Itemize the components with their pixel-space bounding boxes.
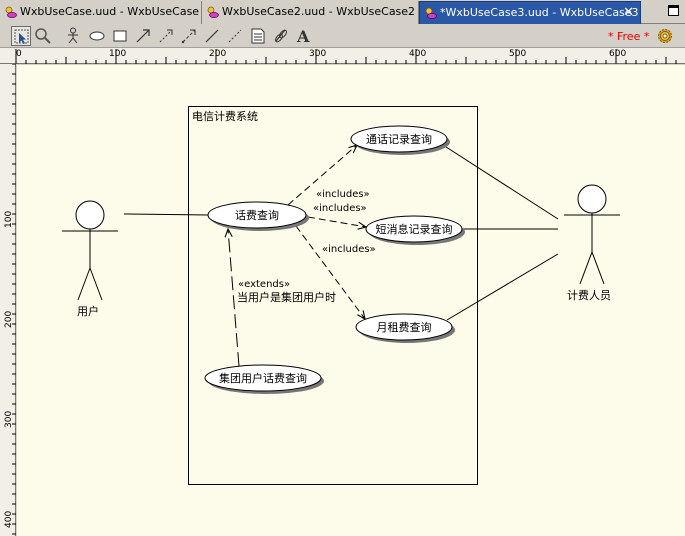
tab-label: *WxbUseCase3.uud - WxbUseCase3 — [440, 6, 639, 19]
ruler-label-v200: 200 — [4, 311, 14, 328]
tab-label: WxbUseCase2.uud - WxbUseCase2 — [222, 5, 416, 18]
actor-tool-button[interactable] — [63, 26, 83, 46]
usecase-group-query[interactable] — [204, 364, 324, 394]
zoom-tool-button[interactable] — [33, 26, 53, 46]
maximize-icon[interactable] — [668, 5, 679, 16]
tab-wxbusecase3[interactable]: *WxbUseCase3.uud - WxbUseCase3 ✕ — [419, 1, 641, 24]
gear-icon[interactable] — [656, 27, 674, 45]
ruler-label-200: 200 — [209, 49, 227, 59]
extend-condition: 当用户是集团用户时 — [237, 290, 336, 304]
extend-label: «extends» — [238, 279, 290, 290]
ruler-label-600: 600 — [609, 49, 627, 59]
system-boundary-tool-button[interactable] — [110, 26, 130, 46]
diagram-file-icon — [5, 6, 17, 18]
usecase-fee-query-label: 话费查询 — [235, 208, 279, 222]
ruler-label-v100: 100 — [4, 211, 14, 228]
include-label-1: «includes» — [316, 189, 370, 200]
system-boundary[interactable] — [188, 106, 478, 485]
usecase-icon — [89, 31, 105, 41]
include-monthly-fee[interactable] — [295, 225, 365, 319]
select-tool-button[interactable] — [11, 26, 31, 46]
generalization-icon — [205, 29, 219, 43]
actor-staff-label: 计费人员 — [567, 289, 611, 302]
actor-user[interactable] — [62, 200, 118, 301]
system-title: 电信计费系统 — [192, 110, 258, 123]
ruler-label-v400: 400 — [4, 511, 14, 528]
dependency-tool-button[interactable] — [225, 26, 245, 46]
include-label-2: «includes» — [313, 203, 367, 214]
include-sms-record[interactable] — [307, 216, 366, 227]
usecase-monthly-fee-label: 月租费查询 — [377, 320, 432, 334]
extend-icon — [181, 29, 196, 44]
horizontal-ruler: 0 100 200 300 400 500 600 — [0, 48, 685, 64]
extend-tool-button[interactable] — [179, 26, 199, 46]
generalization-tool-button[interactable] — [202, 26, 222, 46]
association-staff-monthly-fee[interactable] — [446, 253, 559, 321]
usecase-call-record[interactable] — [350, 125, 450, 155]
text-icon: A — [296, 27, 310, 46]
usecase-monthly-fee[interactable] — [355, 313, 455, 343]
extend-group-query[interactable] — [228, 229, 240, 367]
vertical-ruler: 100 200 300 400 — [0, 64, 16, 536]
actor-staff[interactable] — [564, 184, 620, 285]
association-user-query[interactable] — [123, 213, 210, 216]
dependency-icon — [228, 29, 242, 43]
system-boundary-icon — [113, 30, 127, 42]
include-tool-button[interactable] — [156, 26, 176, 46]
note-link-tool-button[interactable] — [271, 26, 291, 46]
diagram-file-icon — [207, 6, 219, 18]
association-tool-button[interactable] — [133, 26, 153, 46]
usecase-tool-button[interactable] — [87, 26, 107, 46]
tab-label: WxbUseCase.uud - WxbUseCase — [20, 5, 200, 18]
usecase-group-query-label: 集团用户话费查询 — [219, 371, 307, 385]
select-icon — [14, 29, 29, 44]
note-link-icon — [275, 29, 287, 43]
tab-wxbusecase[interactable]: WxbUseCase.uud - WxbUseCase — [0, 1, 202, 24]
palette-toolbar: A — [0, 24, 685, 48]
include-label-3: «includes» — [322, 244, 376, 255]
actor-icon — [68, 27, 78, 44]
ruler-label-0: 0 — [16, 49, 22, 59]
note-icon — [251, 28, 265, 44]
text-tool-button[interactable]: A — [294, 26, 314, 46]
diagram-file-icon — [425, 7, 437, 19]
include-call-record[interactable] — [287, 145, 357, 206]
ruler-label-300: 300 — [309, 49, 327, 59]
note-tool-button[interactable] — [248, 26, 268, 46]
license-status-label: * Free * — [608, 30, 650, 43]
association-staff-call-record[interactable] — [442, 144, 559, 220]
usecase-call-record-label: 通话记录查询 — [366, 132, 432, 146]
usecase-sms-record-label: 短消息记录查询 — [376, 222, 453, 236]
association-icon — [136, 29, 150, 43]
actor-user-label: 用户 — [77, 304, 99, 318]
ruler-label-400: 400 — [409, 49, 427, 59]
editor-tab-bar: WxbUseCase.uud - WxbUseCase WxbUseCase2.… — [0, 0, 685, 24]
zoom-icon — [35, 28, 51, 44]
svg-text:A: A — [296, 27, 310, 46]
usecase-fee-query[interactable] — [207, 201, 309, 231]
include-icon — [159, 29, 173, 43]
usecase-sms-record[interactable] — [365, 215, 465, 245]
ruler-label-500: 500 — [509, 49, 527, 59]
ruler-label-v300: 300 — [4, 411, 14, 428]
close-tab-icon[interactable]: ✕ — [623, 5, 634, 20]
tab-wxbusecase2[interactable]: WxbUseCase2.uud - WxbUseCase2 — [202, 1, 419, 24]
ruler-label-100: 100 — [109, 49, 127, 59]
